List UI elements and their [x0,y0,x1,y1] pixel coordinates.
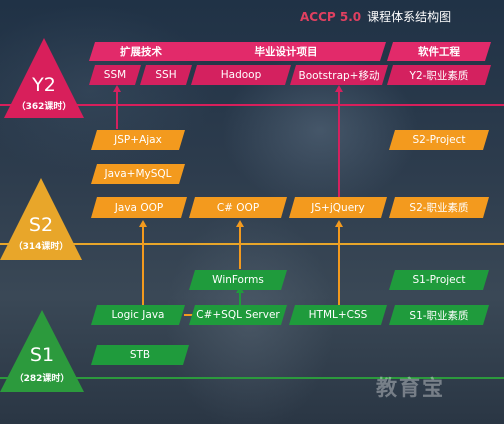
module-winforms: WinForms [189,270,287,290]
y2-header-extended-tech: 扩展技术 [89,42,193,61]
connector-winforms-to-csharp-oop [239,226,241,269]
module-java-oop: Java OOP [91,197,187,218]
y2-header-software-engineering: 软件工程 [387,42,491,61]
level-s2-triangle: S2 （314课时） [0,178,82,260]
arrow-up-java-oop [139,220,147,227]
connector-logic-java-to-csharp-sql [184,314,198,316]
y2-level-line [0,104,504,106]
module-s1-project: S1-Project [389,270,489,290]
level-s2-label: S2 [28,214,54,236]
arrow-up-bootstrap [335,85,343,92]
arrow-up-csharp-oop [236,220,244,227]
module-ssh: SSH [140,65,192,85]
level-s1-label: S1 [29,344,55,366]
connector-jsp-ajax-to-ssm [116,91,118,129]
level-s2-hours: （314课时） [13,242,69,252]
module-java-mysql: Java+MySQL [91,164,185,184]
watermark-logo: 教育宝 [376,376,445,400]
module-stb: STB [91,345,189,365]
module-y2-professional: Y2-职业素质 [387,65,491,85]
module-jsp-ajax: JSP+Ajax [91,130,185,150]
diagram-title: ACCP 5.0 课程体系结构图 [300,8,451,25]
level-s1-triangle: S1 （282课时） [0,310,84,392]
title-accent: ACCP 5.0 [300,10,362,24]
module-s2-project: S2-Project [389,130,489,150]
s1-level-line [0,377,504,379]
s2-level-line [0,243,504,245]
module-csharp-sql-server: C#+SQL Server [189,305,287,325]
title-main: 课程体系结构图 [367,10,452,24]
module-logic-java: Logic Java [91,305,185,325]
arrow-up-ssm [113,85,121,92]
module-bootstrap-mobile: Bootstrap+移动 [290,65,388,85]
y2-header-graduation-project: 毕业设计项目 [186,42,386,61]
module-s2-professional: S2-职业素质 [389,197,489,218]
module-s1-professional: S1-职业素质 [389,305,489,325]
level-y2-triangle: Y2 （362课时） [4,38,84,118]
level-y2-hours: （362课时） [16,102,72,112]
module-html-css: HTML+CSS [289,305,387,325]
connector-js-jquery-to-bootstrap [338,91,340,197]
level-y2-label: Y2 [32,74,56,96]
module-js-jquery: JS+jQuery [289,197,387,218]
connector-logic-java-to-java-oop [142,226,144,305]
arrow-up-js-jquery [335,220,343,227]
connector-html-css-to-js-jquery [338,226,340,305]
module-ssm: SSM [89,65,141,85]
module-csharp-oop: C# OOP [189,197,287,218]
connector-csharp-sql-to-winforms [239,292,241,305]
module-hadoop: Hadoop [191,65,291,85]
level-s1-hours: （282课时） [14,374,70,384]
